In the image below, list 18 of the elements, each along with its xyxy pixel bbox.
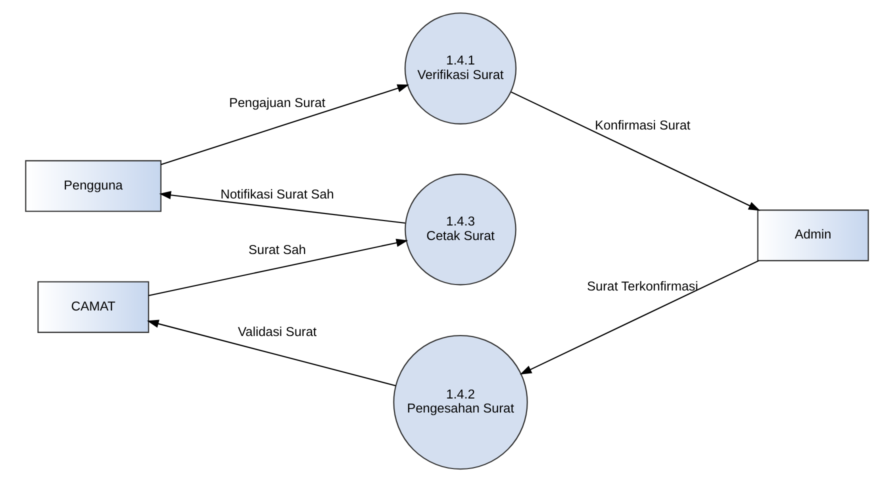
arrow (160, 84, 409, 166)
arrow (148, 238, 408, 296)
edge-label: Validasi Surat (237, 324, 316, 340)
node-box: CAMAT (36, 281, 149, 333)
node-box: Admin (756, 210, 868, 262)
arrow (158, 191, 405, 224)
arrow (146, 320, 396, 386)
edge-label: Notifikasi Surat Sah (220, 186, 334, 202)
arrow (510, 92, 760, 211)
edge-label: Surat Terkonfirmasi (586, 278, 698, 294)
node-circle: 1.4.3 Cetak Surat (404, 174, 516, 286)
edge-label: Konfirmasi Surat (594, 117, 690, 132)
edge-label: Surat Sah (248, 242, 306, 257)
edge-label: Pengajuan Surat (228, 95, 325, 110)
node-circle: 1.4.1 Verifikasi Surat (404, 12, 516, 124)
arrow (519, 260, 758, 375)
node-box: Pengguna (24, 160, 161, 212)
node-circle: 1.4.2 Pengesahan Surat (392, 334, 528, 470)
